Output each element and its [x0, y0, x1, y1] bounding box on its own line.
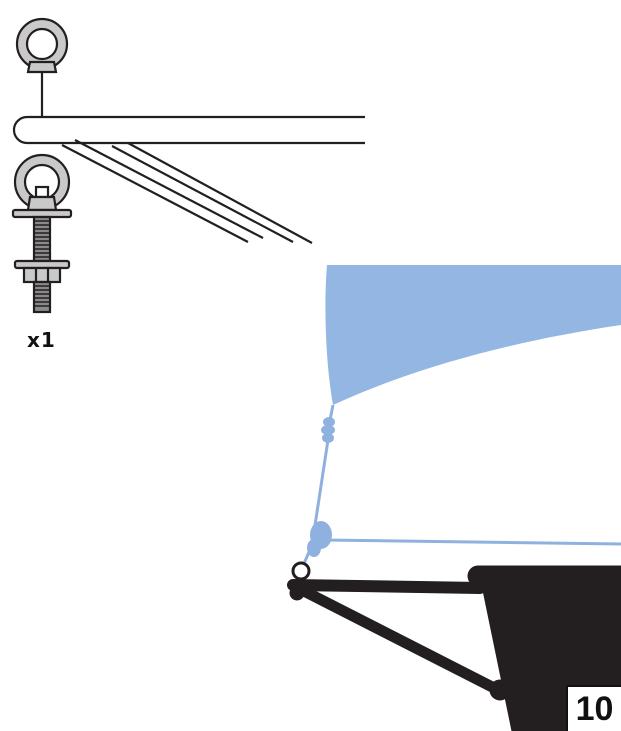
- frame-tube: [12, 115, 365, 145]
- frame-struts: [61, 139, 313, 244]
- turnbuckle-icon: [321, 417, 335, 443]
- sail-panel: [325, 265, 621, 405]
- arm-eye-bolt-icon: [291, 561, 311, 581]
- hex-nut-icon: [22, 266, 62, 284]
- horizontal-arm: [287, 579, 486, 594]
- eye-bolt-icon: [13, 153, 71, 212]
- quantity-label: x1: [27, 328, 56, 352]
- frame-detail: [11, 17, 365, 314]
- bolt-tail: [32, 280, 52, 314]
- step-number-badge: 10: [566, 685, 621, 731]
- top-eye-nut-icon: [15, 17, 69, 118]
- threaded-shank: [32, 215, 52, 263]
- pulley-icon: [307, 521, 332, 557]
- diagonal-arm: [292, 582, 508, 698]
- sail-assembly: [291, 265, 621, 581]
- rigging-line: [301, 404, 621, 567]
